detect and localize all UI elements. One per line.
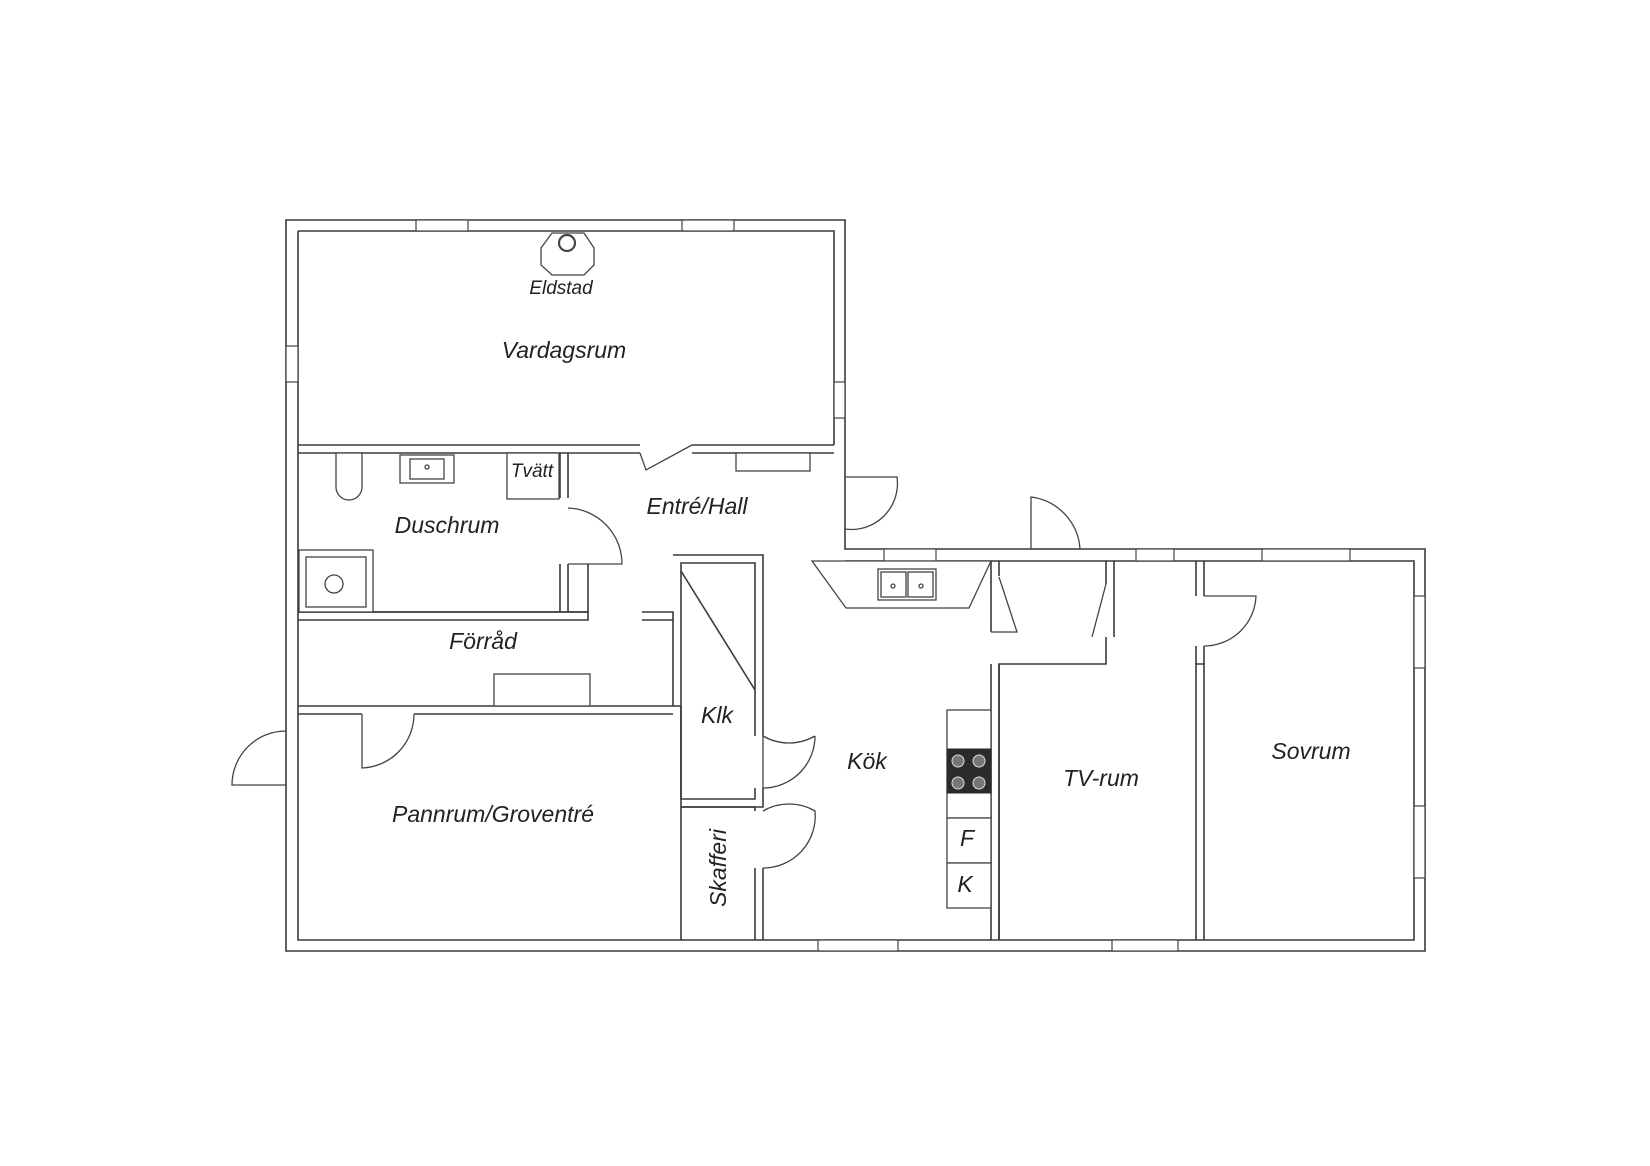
window — [817, 939, 899, 952]
door-swing — [361, 713, 415, 769]
label-vardagsrum: Vardagsrum — [502, 337, 626, 363]
window — [1135, 548, 1175, 562]
door-swing — [762, 735, 816, 744]
kitchen-bedroom-walls — [990, 561, 1205, 940]
label-pannrum: Pannrum/Groventré — [392, 801, 594, 827]
label-fridge: F — [960, 825, 976, 851]
label-eldstad: Eldstad — [529, 278, 594, 299]
label-forrad: Förråd — [449, 628, 518, 654]
wc-pantry-walls — [673, 554, 764, 940]
label-tv-rum: TV-rum — [1063, 765, 1139, 791]
window — [415, 219, 469, 232]
laundry-machine — [506, 452, 560, 500]
door-swing — [1203, 595, 1257, 647]
room-labels: Eldstad Vardagsrum Tvätt Duschrum Entré/… — [392, 278, 1351, 907]
label-skafferi: Skafferi — [705, 828, 731, 907]
door-swing — [1030, 496, 1081, 550]
doors — [231, 444, 1257, 869]
door-swing — [231, 730, 287, 786]
window — [833, 381, 846, 419]
window — [285, 345, 299, 383]
window — [681, 219, 735, 232]
living-room-walls — [298, 444, 834, 472]
label-duschrum: Duschrum — [395, 512, 500, 538]
label-tvatt: Tvätt — [511, 461, 554, 482]
window — [1111, 939, 1179, 952]
window — [1261, 548, 1351, 562]
label-sovrum: Sovrum — [1271, 738, 1350, 764]
door-swing — [567, 507, 623, 565]
fireplace-icon — [540, 232, 595, 276]
toilet-icon — [335, 452, 363, 501]
living-room-cabinet — [735, 452, 811, 472]
door-swing — [991, 576, 1018, 633]
shower-head-icon — [324, 574, 344, 594]
fixtures — [298, 232, 993, 909]
window — [883, 548, 937, 562]
door-swing — [639, 444, 693, 471]
door-swing — [762, 735, 816, 789]
door-swing — [762, 803, 816, 869]
door-swing — [844, 476, 899, 531]
shower-room-walls — [298, 452, 674, 621]
label-kok: Kök — [847, 748, 888, 774]
label-entre-hall: Entré/Hall — [647, 493, 749, 519]
fireplace-flue-icon — [557, 233, 577, 253]
label-klk: Klk — [701, 702, 734, 728]
window — [1413, 595, 1426, 669]
outer-walls — [285, 219, 1426, 952]
storage-walls — [298, 620, 682, 940]
freezer-icon — [946, 862, 992, 909]
storage-shelf — [493, 673, 591, 707]
label-freezer: K — [957, 871, 974, 897]
window — [1413, 805, 1426, 879]
door-swing — [1091, 583, 1107, 638]
